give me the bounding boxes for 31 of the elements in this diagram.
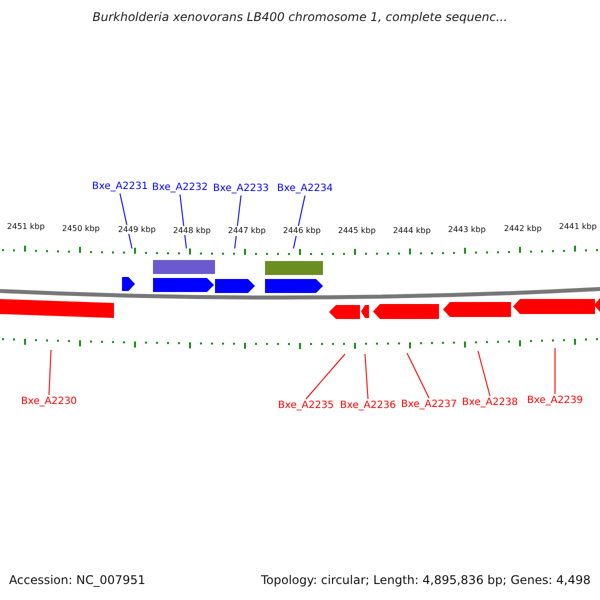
scale-label: 2443 kbp [448, 224, 486, 234]
gene-label: Bxe_A2231 [92, 181, 148, 192]
map-title: Burkholderia xenovorans LB400 chromosome 1, complete sequenc... [92, 11, 508, 25]
scale-label: 2446 kbp [283, 226, 321, 236]
gene-label: Bxe_A2239 [527, 395, 583, 406]
scale-label: 2450 kbp [62, 224, 100, 234]
gene-label: Bxe_A2236 [340, 400, 396, 412]
scale-label: 2442 kbp [504, 224, 542, 233]
gene-label: Bxe_A2237 [401, 399, 457, 410]
gene-label: Bxe_A2230 [21, 396, 77, 408]
gene-label: Bxe_A2234 [277, 183, 333, 194]
scale-label: 2445 kbp [338, 226, 376, 236]
scale-label: 2451 kbp [7, 222, 45, 232]
gene-label: Bxe_A2235 [278, 400, 334, 412]
scale-label: 2447 kbp [228, 226, 266, 236]
scale-label: 2441 kbp [559, 222, 597, 232]
gene-label: Bxe_A2233 [213, 183, 269, 194]
leader-line [478, 350, 490, 396]
leader-line [554, 348, 556, 394]
leader-line [48, 350, 52, 396]
gene-label: Bxe_A2238 [462, 397, 518, 408]
scale-label: 2449 kbp [118, 225, 156, 234]
leader-line [120, 193, 132, 249]
leader-line [364, 354, 368, 400]
scale-label: 2444 kbp [393, 226, 431, 235]
scale-label: 2448 kbp [173, 226, 211, 236]
accession-text: Accession: NC_007951 [9, 574, 146, 588]
leader-line [306, 354, 346, 400]
gene-label: Bxe_A2232 [152, 182, 208, 194]
leader-line [406, 352, 430, 398]
genome-summary-text: Topology: circular; Length: 4,895,836 bp; Genes: 4,498 [261, 574, 591, 588]
